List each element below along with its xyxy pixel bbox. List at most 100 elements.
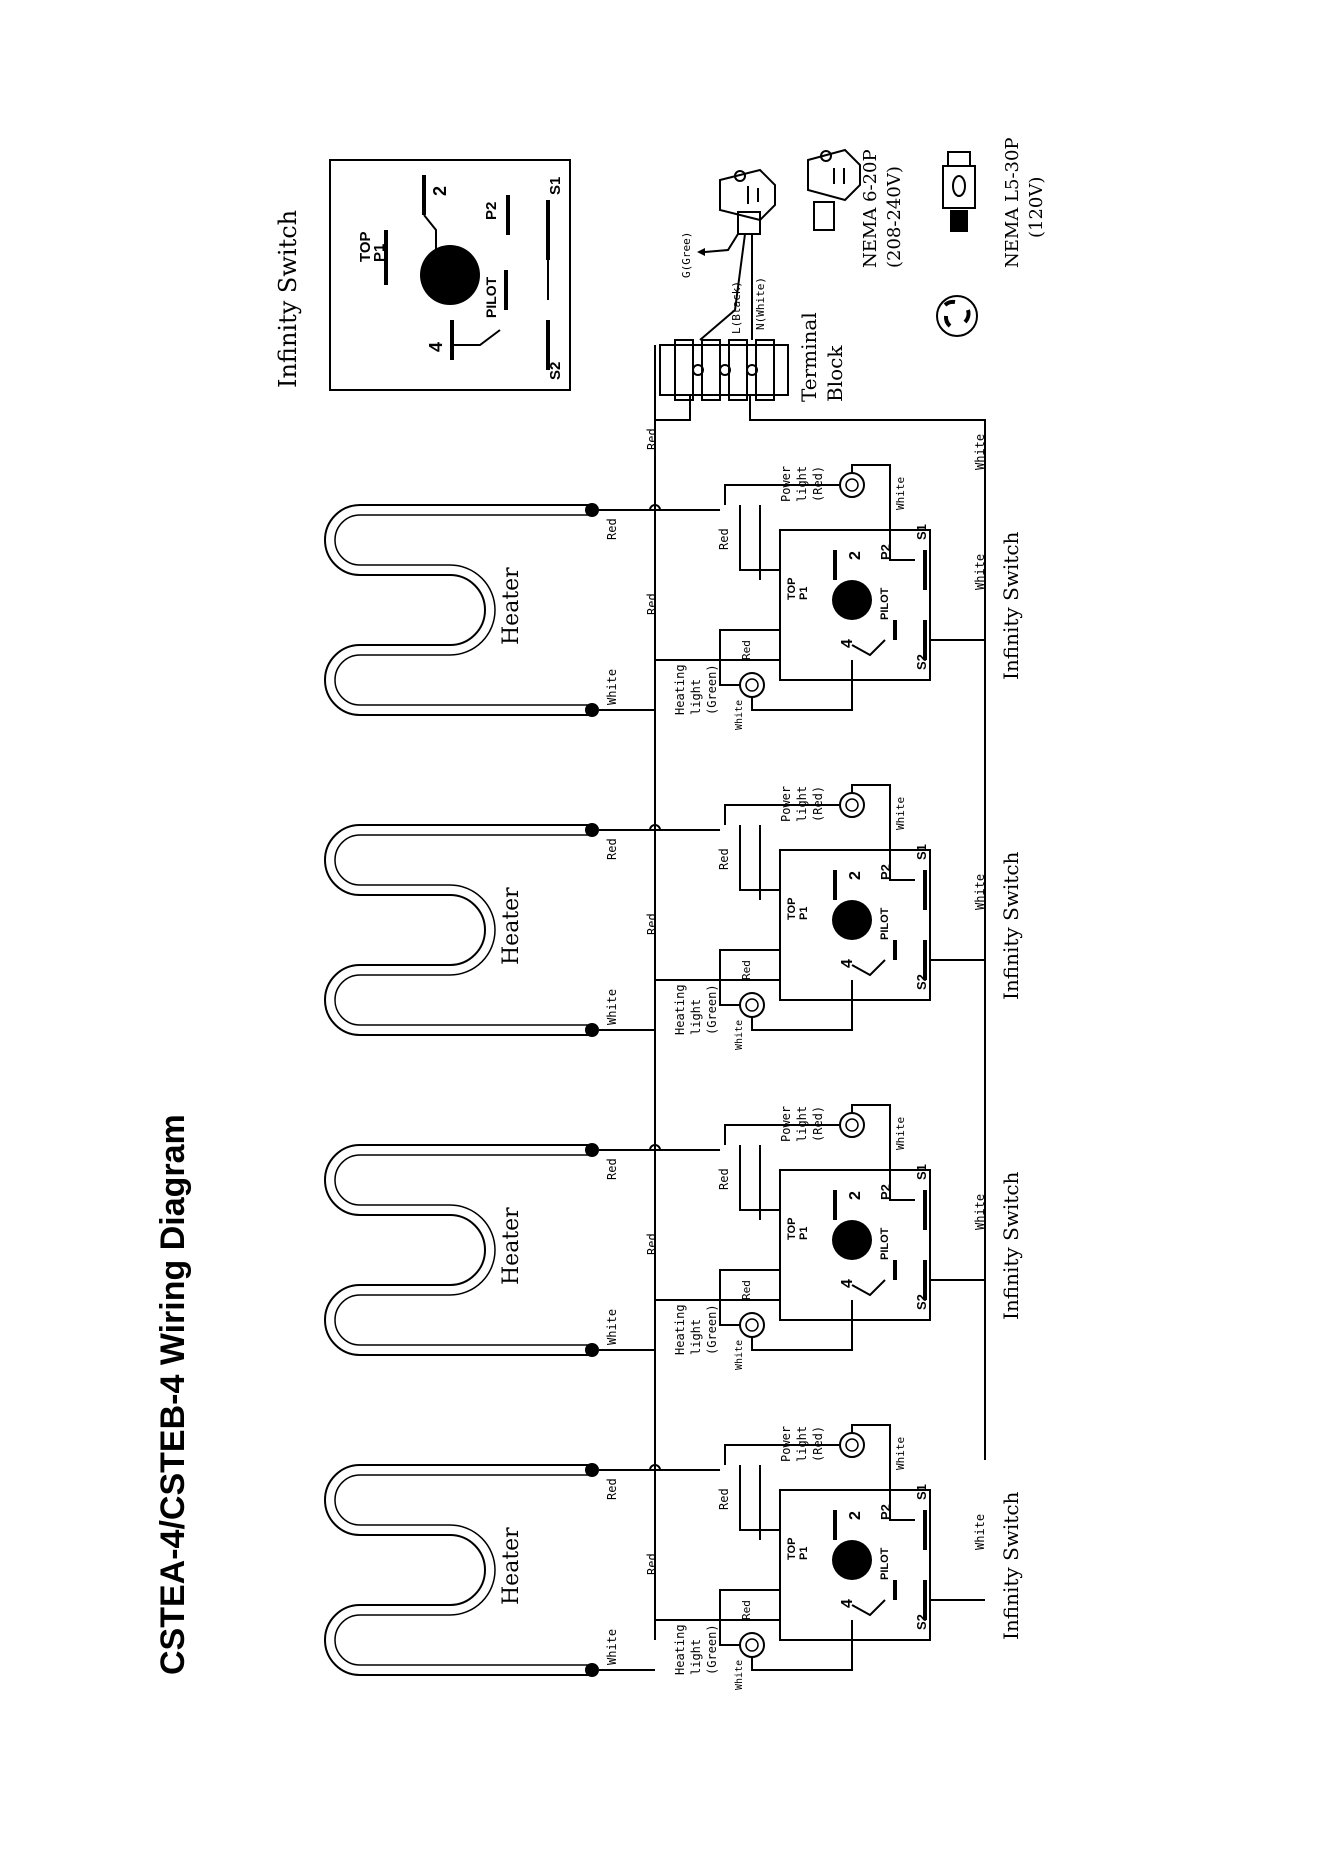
- heating-light-label-3: (Green): [705, 1624, 719, 1675]
- switch-p1-label: P1: [798, 587, 810, 600]
- switch-four-label: 4: [839, 639, 856, 648]
- bus-red-label-unit: Red: [645, 913, 659, 935]
- heater-label: Heater: [499, 1207, 524, 1285]
- switch-pilot-label: PILOT: [879, 1227, 891, 1260]
- switch-white-label: White: [973, 1514, 987, 1550]
- switch-two-label: 2: [847, 1191, 864, 1200]
- power-light-icon: [839, 1112, 865, 1138]
- power-light-label-2: light: [795, 1106, 809, 1142]
- heating-light-red-label: Red: [740, 1600, 753, 1620]
- bus-white-label: White: [973, 434, 987, 470]
- switch-p1-label: P1: [798, 1227, 810, 1240]
- infinity-switch-label: Infinity Switch: [999, 531, 1023, 680]
- switch-red-label: Red: [717, 528, 731, 550]
- bus-red-label-unit: Red: [645, 593, 659, 615]
- power-light-icon: [839, 1432, 865, 1458]
- legend-p1-label: P1: [371, 244, 388, 262]
- legend-top-label: TOP: [357, 231, 374, 262]
- infinity-switch-body: [779, 1169, 931, 1321]
- switch-p1-label: P1: [798, 907, 810, 920]
- power-light-label-1: Power: [779, 1426, 793, 1462]
- switch-top-label: TOP: [786, 1538, 798, 1560]
- nema-620p-voltage: (208-240V): [884, 166, 905, 268]
- infinity-switch-body: [779, 1489, 931, 1641]
- legend-heading: Infinity Switch: [274, 210, 302, 388]
- legend-s1-label: S1: [547, 177, 564, 195]
- heating-light-label-2: light: [689, 1319, 703, 1355]
- heater-element: [324, 504, 590, 716]
- switch-two-label: 2: [847, 1511, 864, 1520]
- power-light-label-3: (Red): [811, 466, 825, 502]
- terminal-block-label-2: Block: [823, 345, 847, 402]
- infinity-switch-body: [779, 849, 931, 1001]
- power-light-label-3: (Red): [811, 786, 825, 822]
- heater-terminal-icon: [585, 823, 599, 837]
- heater-white-label: White: [605, 1309, 619, 1345]
- legend-p2-label: P2: [483, 202, 500, 220]
- heater-white-label: White: [605, 989, 619, 1025]
- heater-terminal-icon: [585, 1143, 599, 1157]
- terminal-block: [659, 339, 789, 401]
- switch-pilot-label: PILOT: [879, 907, 891, 940]
- heater-terminal-icon: [585, 1463, 599, 1477]
- plug-connected-icon: [719, 168, 776, 235]
- switch-pilot-label: PILOT: [879, 1547, 891, 1580]
- heating-light-white-label: White: [734, 700, 745, 730]
- switch-pilot-label: PILOT: [879, 587, 891, 620]
- power-light-label-2: light: [795, 466, 809, 502]
- power-light-label-1: Power: [779, 786, 793, 822]
- power-light-white-label: White: [894, 797, 907, 830]
- heating-light-label-1: Heating: [673, 1304, 687, 1355]
- switch-white-label: White: [973, 1194, 987, 1230]
- switch-red-label: Red: [717, 848, 731, 870]
- heating-light-label-3: (Green): [705, 1304, 719, 1355]
- power-light-white-label: White: [894, 1117, 907, 1150]
- switch-red-label: Red: [717, 1488, 731, 1510]
- legend-knob-icon: [420, 245, 480, 305]
- switch-two-label: 2: [847, 551, 864, 560]
- power-light-white-label: White: [894, 1437, 907, 1470]
- switch-knob-icon: [832, 900, 872, 940]
- heater-label: Heater: [499, 1527, 524, 1605]
- switch-s1-label: S1: [914, 844, 929, 860]
- switch-top-label: TOP: [786, 578, 798, 600]
- heating-light-white-label: White: [734, 1660, 745, 1690]
- switch-p1-label: P1: [798, 1547, 810, 1560]
- heating-light-red-label: Red: [740, 1280, 753, 1300]
- plug-area: NEMA 6-20P (208-240V) NEMA L5-30P (120V)…: [645, 137, 1047, 1640]
- power-light-white-label: White: [894, 477, 907, 510]
- heating-light-label-3: (Green): [705, 664, 719, 715]
- terminal-block-label-1: Terminal: [797, 312, 821, 402]
- legend-pilot-label: PILOT: [483, 276, 499, 318]
- legend-frame: [329, 159, 571, 391]
- nema-620p-label: NEMA 6-20P: [860, 149, 881, 268]
- heating-light-label-2: light: [689, 999, 703, 1035]
- power-light-icon: [839, 792, 865, 818]
- switch-knob-icon: [832, 580, 872, 620]
- heater-terminal-icon: [585, 503, 599, 517]
- heating-light-icon: [739, 1632, 765, 1658]
- ground-wire-label: G(Gree): [680, 232, 693, 278]
- switch-four-label: 4: [839, 1279, 856, 1288]
- heater-terminal-icon: [585, 1343, 599, 1357]
- switch-s1-label: S1: [914, 1164, 929, 1180]
- heating-light-red-label: Red: [740, 640, 753, 660]
- heating-light-label-1: Heating: [673, 984, 687, 1035]
- nema-l530p-label: NEMA L5-30P: [1002, 137, 1023, 268]
- heater-red-label: Red: [605, 518, 619, 540]
- switch-four-label: 4: [839, 1599, 856, 1608]
- switch-white-label: White: [973, 554, 987, 590]
- legend-two-label: 2: [430, 186, 450, 196]
- nema-l530p-plug-icon: [942, 151, 976, 232]
- heating-light-white-label: White: [734, 1020, 745, 1050]
- nema-620p-plug-icon: [807, 148, 861, 231]
- infinity-switch-body: [779, 529, 931, 681]
- heating-light-icon: [739, 992, 765, 1018]
- heater-terminal-icon: [585, 1663, 599, 1677]
- l530-receptacle-icon: [936, 295, 978, 337]
- heating-light-label-2: light: [689, 679, 703, 715]
